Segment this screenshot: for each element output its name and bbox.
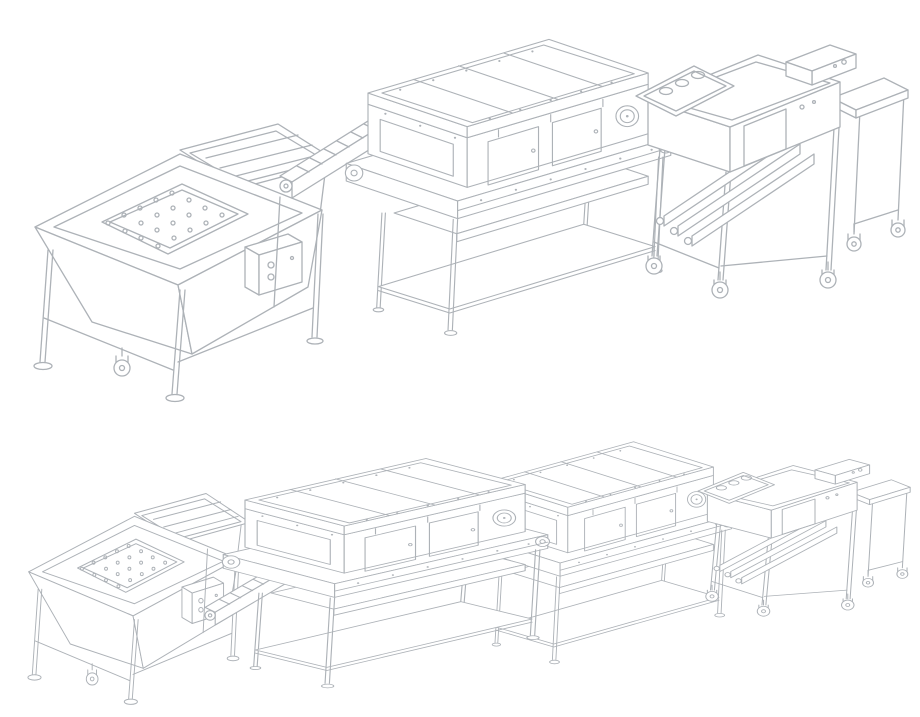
bottom-line-view — [27, 441, 911, 705]
infeed-hopper — [33, 123, 339, 403]
infeed-hopper — [27, 493, 251, 705]
discharge-sorting-unit — [635, 44, 909, 299]
top-line-view — [33, 38, 909, 403]
discharge-sorting-unit — [697, 458, 911, 617]
inspection-machine — [344, 38, 674, 336]
inspection-machine-1 — [221, 457, 551, 689]
